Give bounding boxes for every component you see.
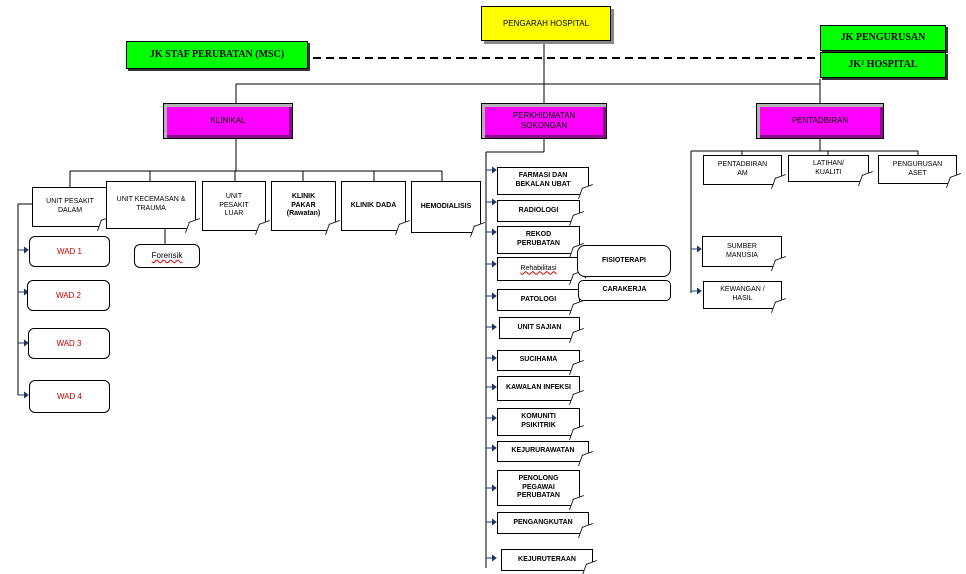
- sokongan-rekod-perubatan: REKOD PERUBATAN: [497, 226, 580, 254]
- jk2-hospital-box: JK² HOSPITAL: [820, 52, 946, 78]
- klinikal-unit-kecemasan: UNIT KECEMASAN & TRAUMA: [106, 181, 196, 229]
- sokongan-radiologi: RADIOLOGI: [497, 200, 580, 222]
- rehab-fisioterapi: FISIOTERAPI: [577, 245, 671, 277]
- director-box: PENGARAH HOSPITAL: [481, 6, 611, 41]
- pentadbiran-pengurusan-aset: PENGURUSAN ASET: [878, 155, 957, 184]
- klinikal-klinik-pakar: KLINIK PAKAR (Rawatan): [271, 181, 336, 231]
- ward-4: WAD 4: [29, 380, 110, 413]
- sokongan-penolong-pegawai: PENOLONG PEGAWAI PERUBATAN: [497, 470, 580, 506]
- ward-1: WAD 1: [29, 236, 110, 267]
- sokongan-sucihama: SUCIHAMA: [497, 350, 580, 371]
- forensik-label: Forensik: [151, 251, 183, 260]
- sokongan-pengangkutan: PENGANGKUTAN: [497, 512, 589, 534]
- division-pentadbiran: PENTADBIRAN: [756, 103, 884, 139]
- klinikal-unit-pesakit-dalam: UNIT PESAKIT DALAM: [32, 187, 108, 227]
- management-committee-box: JK PENGURUSAN: [820, 25, 946, 51]
- klinikal-klinik-dada: KLINIK DADA: [341, 181, 406, 231]
- division-sokongan: PERKHIDMATAN SOKONGAN: [481, 103, 607, 139]
- ward-2: WAD 2: [27, 280, 110, 311]
- sokongan-kejuruteraan: KEJURUTERAAN: [501, 549, 593, 571]
- sokongan-rehabilitasi-label: Rehabilitasi: [520, 264, 557, 272]
- ward-3: WAD 3: [28, 328, 110, 359]
- sokongan-farmasi: FARMASI DAN BEKALAN UBAT: [497, 167, 589, 195]
- pentadbiran-kewangan-hasil: KEWANGAN / HASIL: [703, 281, 782, 309]
- pentadbiran-sumber-manusia: SUMBER MANUSIA: [702, 236, 782, 267]
- msc-committee-box: JK STAF PERUBATAN (MSC): [126, 41, 308, 69]
- sokongan-komuniti-psikitrik: KOMUNITI PSIKITRIK: [497, 408, 580, 436]
- klinikal-unit-pesakit-luar: UNIT PESAKIT LUAR: [202, 181, 266, 231]
- forensik-box: Forensik: [134, 244, 200, 268]
- rehab-carakerja: CARAKERJA: [578, 280, 671, 301]
- pentadbiran-latihan-kualiti: LATIHAN/ KUALITI: [788, 155, 869, 182]
- pentadbiran-am: PENTADBIRAN AM: [703, 155, 782, 185]
- sokongan-patologi: PATOLOGI: [497, 289, 580, 311]
- sokongan-kejururawatan: KEJURURAWATAN: [497, 441, 589, 462]
- sokongan-unit-sajian: UNIT SAJIAN: [499, 317, 580, 339]
- division-klinikal: KLINIKAL: [163, 103, 293, 139]
- sokongan-rehabilitasi: Rehabilitasi: [497, 257, 580, 281]
- klinikal-hemodialisis: HEMODIALISIS: [411, 181, 481, 233]
- sokongan-kawalan-infeksi: KAWALAN INFEKSI: [497, 376, 580, 401]
